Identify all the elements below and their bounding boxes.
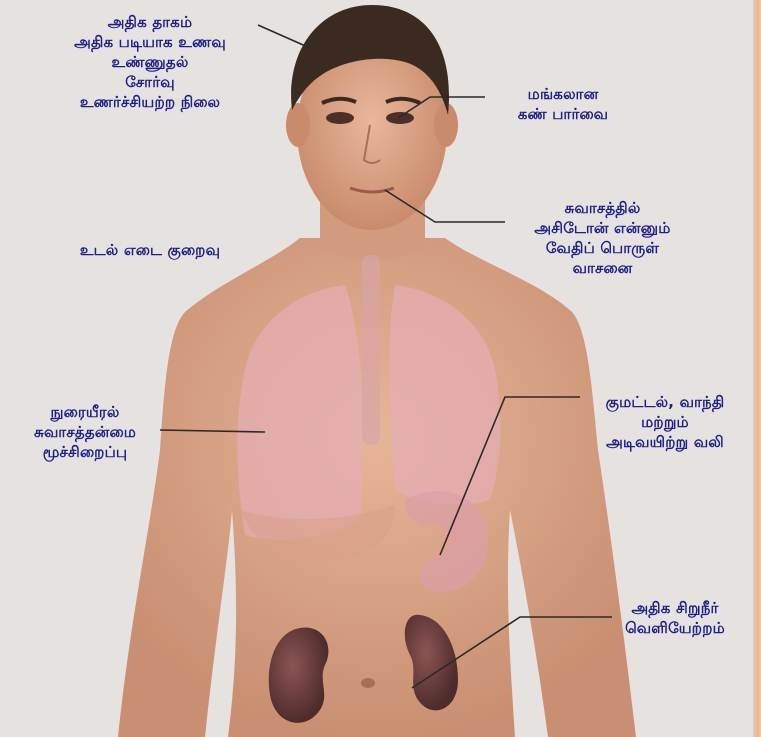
label-stomach: குமட்டல், வாந்தி மற்றும் அடிவயிற்று வலி: [580, 392, 750, 452]
label-thirst-line: அதிக படியாக உணவு: [30, 32, 270, 52]
label-breath: சுவாசத்தில் அசிடோன் என்னும் வேதிப் பொருள…: [505, 198, 700, 278]
label-breath-line: அசிடோன் என்னும்: [505, 218, 700, 238]
right-ear: [434, 103, 458, 147]
label-weight-line: உடல் எடை குறைவு: [40, 240, 260, 260]
label-thirst-line: சோர்வு: [30, 72, 270, 92]
label-lungs-line: சுவாசத்தன்மை: [10, 422, 160, 442]
label-urine-line: வெளியேற்றம்: [605, 618, 745, 638]
left-ear: [286, 103, 310, 147]
label-breath-line: வேதிப் பொருள்: [505, 238, 700, 258]
label-breath-line: சுவாசத்தில்: [505, 198, 700, 218]
label-stomach-line: அடிவயிற்று வலி: [580, 432, 750, 452]
label-vision-line: மங்கலான: [488, 84, 638, 104]
label-lungs: நுரையீரல் சுவாசத்தன்மை மூச்சிறைப்பு: [10, 402, 160, 462]
label-weight: உடல் எடை குறைவு: [40, 240, 260, 260]
label-vision-line: கண் பார்வை: [488, 104, 638, 124]
label-breath-line: வாசனை: [505, 258, 700, 278]
navel: [361, 678, 375, 688]
label-lungs-line: மூச்சிறைப்பு: [10, 442, 160, 462]
right-eye: [386, 112, 414, 124]
label-stomach-line: குமட்டல், வாந்தி: [580, 392, 750, 412]
label-thirst-line: உணர்ச்சியற்ற நிலை: [30, 92, 270, 112]
label-thirst-line: உண்ணுதல்: [30, 52, 270, 72]
label-thirst: அதிக தாகம் அதிக படியாக உணவு உண்ணுதல் சோர…: [30, 12, 270, 112]
page-edge: [753, 0, 761, 737]
label-stomach-line: மற்றும்: [580, 412, 750, 432]
label-urine: அதிக சிறுநீர் வெளியேற்றம்: [605, 598, 745, 638]
label-thirst-line: அதிக தாகம்: [30, 12, 270, 32]
label-vision: மங்கலான கண் பார்வை: [488, 84, 638, 124]
label-urine-line: அதிக சிறுநீர்: [605, 598, 745, 618]
label-lungs-line: நுரையீரல்: [10, 402, 160, 422]
trachea: [362, 255, 380, 445]
left-eye: [326, 112, 354, 124]
